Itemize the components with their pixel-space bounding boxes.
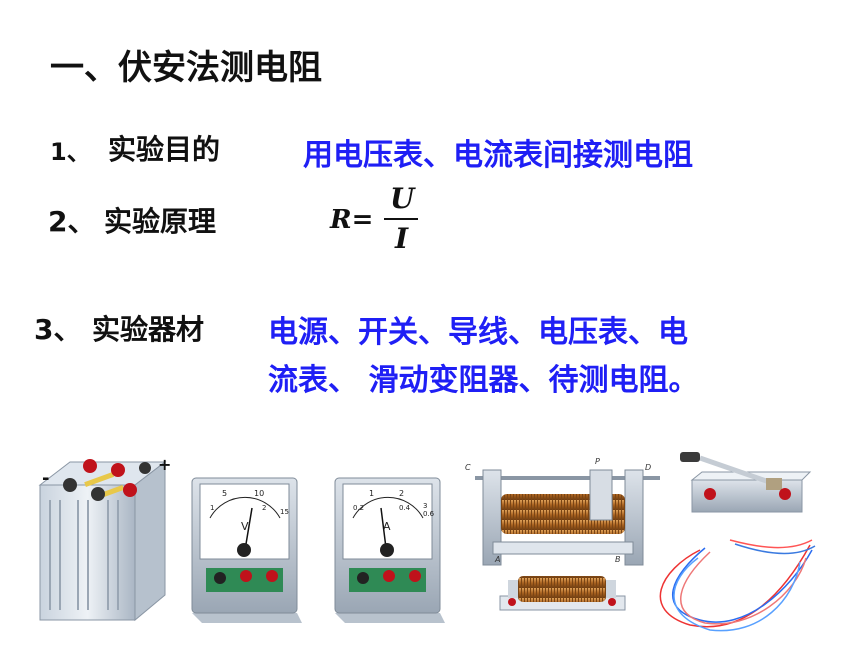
wires-icon	[659, 539, 816, 632]
fraction-bar	[384, 218, 418, 220]
battery-icon: - +	[38, 455, 171, 622]
item-3-value-line1: 电源、开关、导线、电压表、电	[268, 315, 688, 350]
svg-text:C: C	[465, 463, 471, 472]
voltmeter-unit: V	[241, 520, 249, 533]
item-3-value-line2: 流表、 滑动变阻器、待测电阻。	[268, 363, 699, 398]
small-rheostat-icon	[499, 576, 626, 611]
svg-text:15: 15	[280, 508, 289, 516]
item-1-label: 实验目的	[108, 133, 221, 166]
svg-text:2: 2	[262, 504, 266, 512]
item-1-number: 1、	[50, 138, 91, 166]
voltmeter-icon: 5 10 1 2 15 V	[191, 477, 302, 623]
svg-text:5: 5	[222, 489, 227, 498]
svg-text:D: D	[645, 463, 651, 472]
svg-text:1: 1	[210, 504, 214, 512]
formula-numerator: U	[390, 182, 415, 215]
equipment-illustrations: - + 5 10 1 2 15 V 1 2 0.2 0.4 30.6 A	[38, 452, 816, 632]
item-3-number: 3、	[34, 313, 82, 346]
svg-text:P: P	[595, 457, 600, 466]
svg-text:2: 2	[399, 489, 404, 498]
battery-minus: -	[42, 468, 49, 489]
svg-text:1: 1	[369, 489, 374, 498]
svg-text:0.4: 0.4	[399, 504, 411, 512]
formula-denominator: I	[395, 222, 409, 255]
formula-lhs: R=	[330, 205, 374, 235]
knife-switch-icon	[680, 452, 812, 513]
ammeter-icon: 1 2 0.2 0.4 30.6 A	[334, 477, 445, 623]
svg-text:10: 10	[254, 489, 264, 498]
ammeter-unit: A	[383, 520, 391, 533]
battery-plus: +	[158, 455, 171, 474]
item-2-number: 2、	[48, 205, 96, 238]
sliding-rheostat-icon: C P D A B	[465, 457, 660, 566]
item-3-label: 实验器材	[92, 313, 205, 346]
svg-text:0.6: 0.6	[423, 510, 435, 518]
svg-text:3: 3	[423, 502, 427, 510]
svg-text:0.2: 0.2	[353, 504, 364, 512]
item-1-value: 用电压表、电流表间接测电阻	[303, 138, 693, 173]
page-title: 一、伏安法测电阻	[50, 48, 322, 88]
svg-text:A: A	[494, 555, 500, 564]
item-2-label: 实验原理	[104, 205, 217, 238]
svg-text:B: B	[615, 555, 621, 564]
